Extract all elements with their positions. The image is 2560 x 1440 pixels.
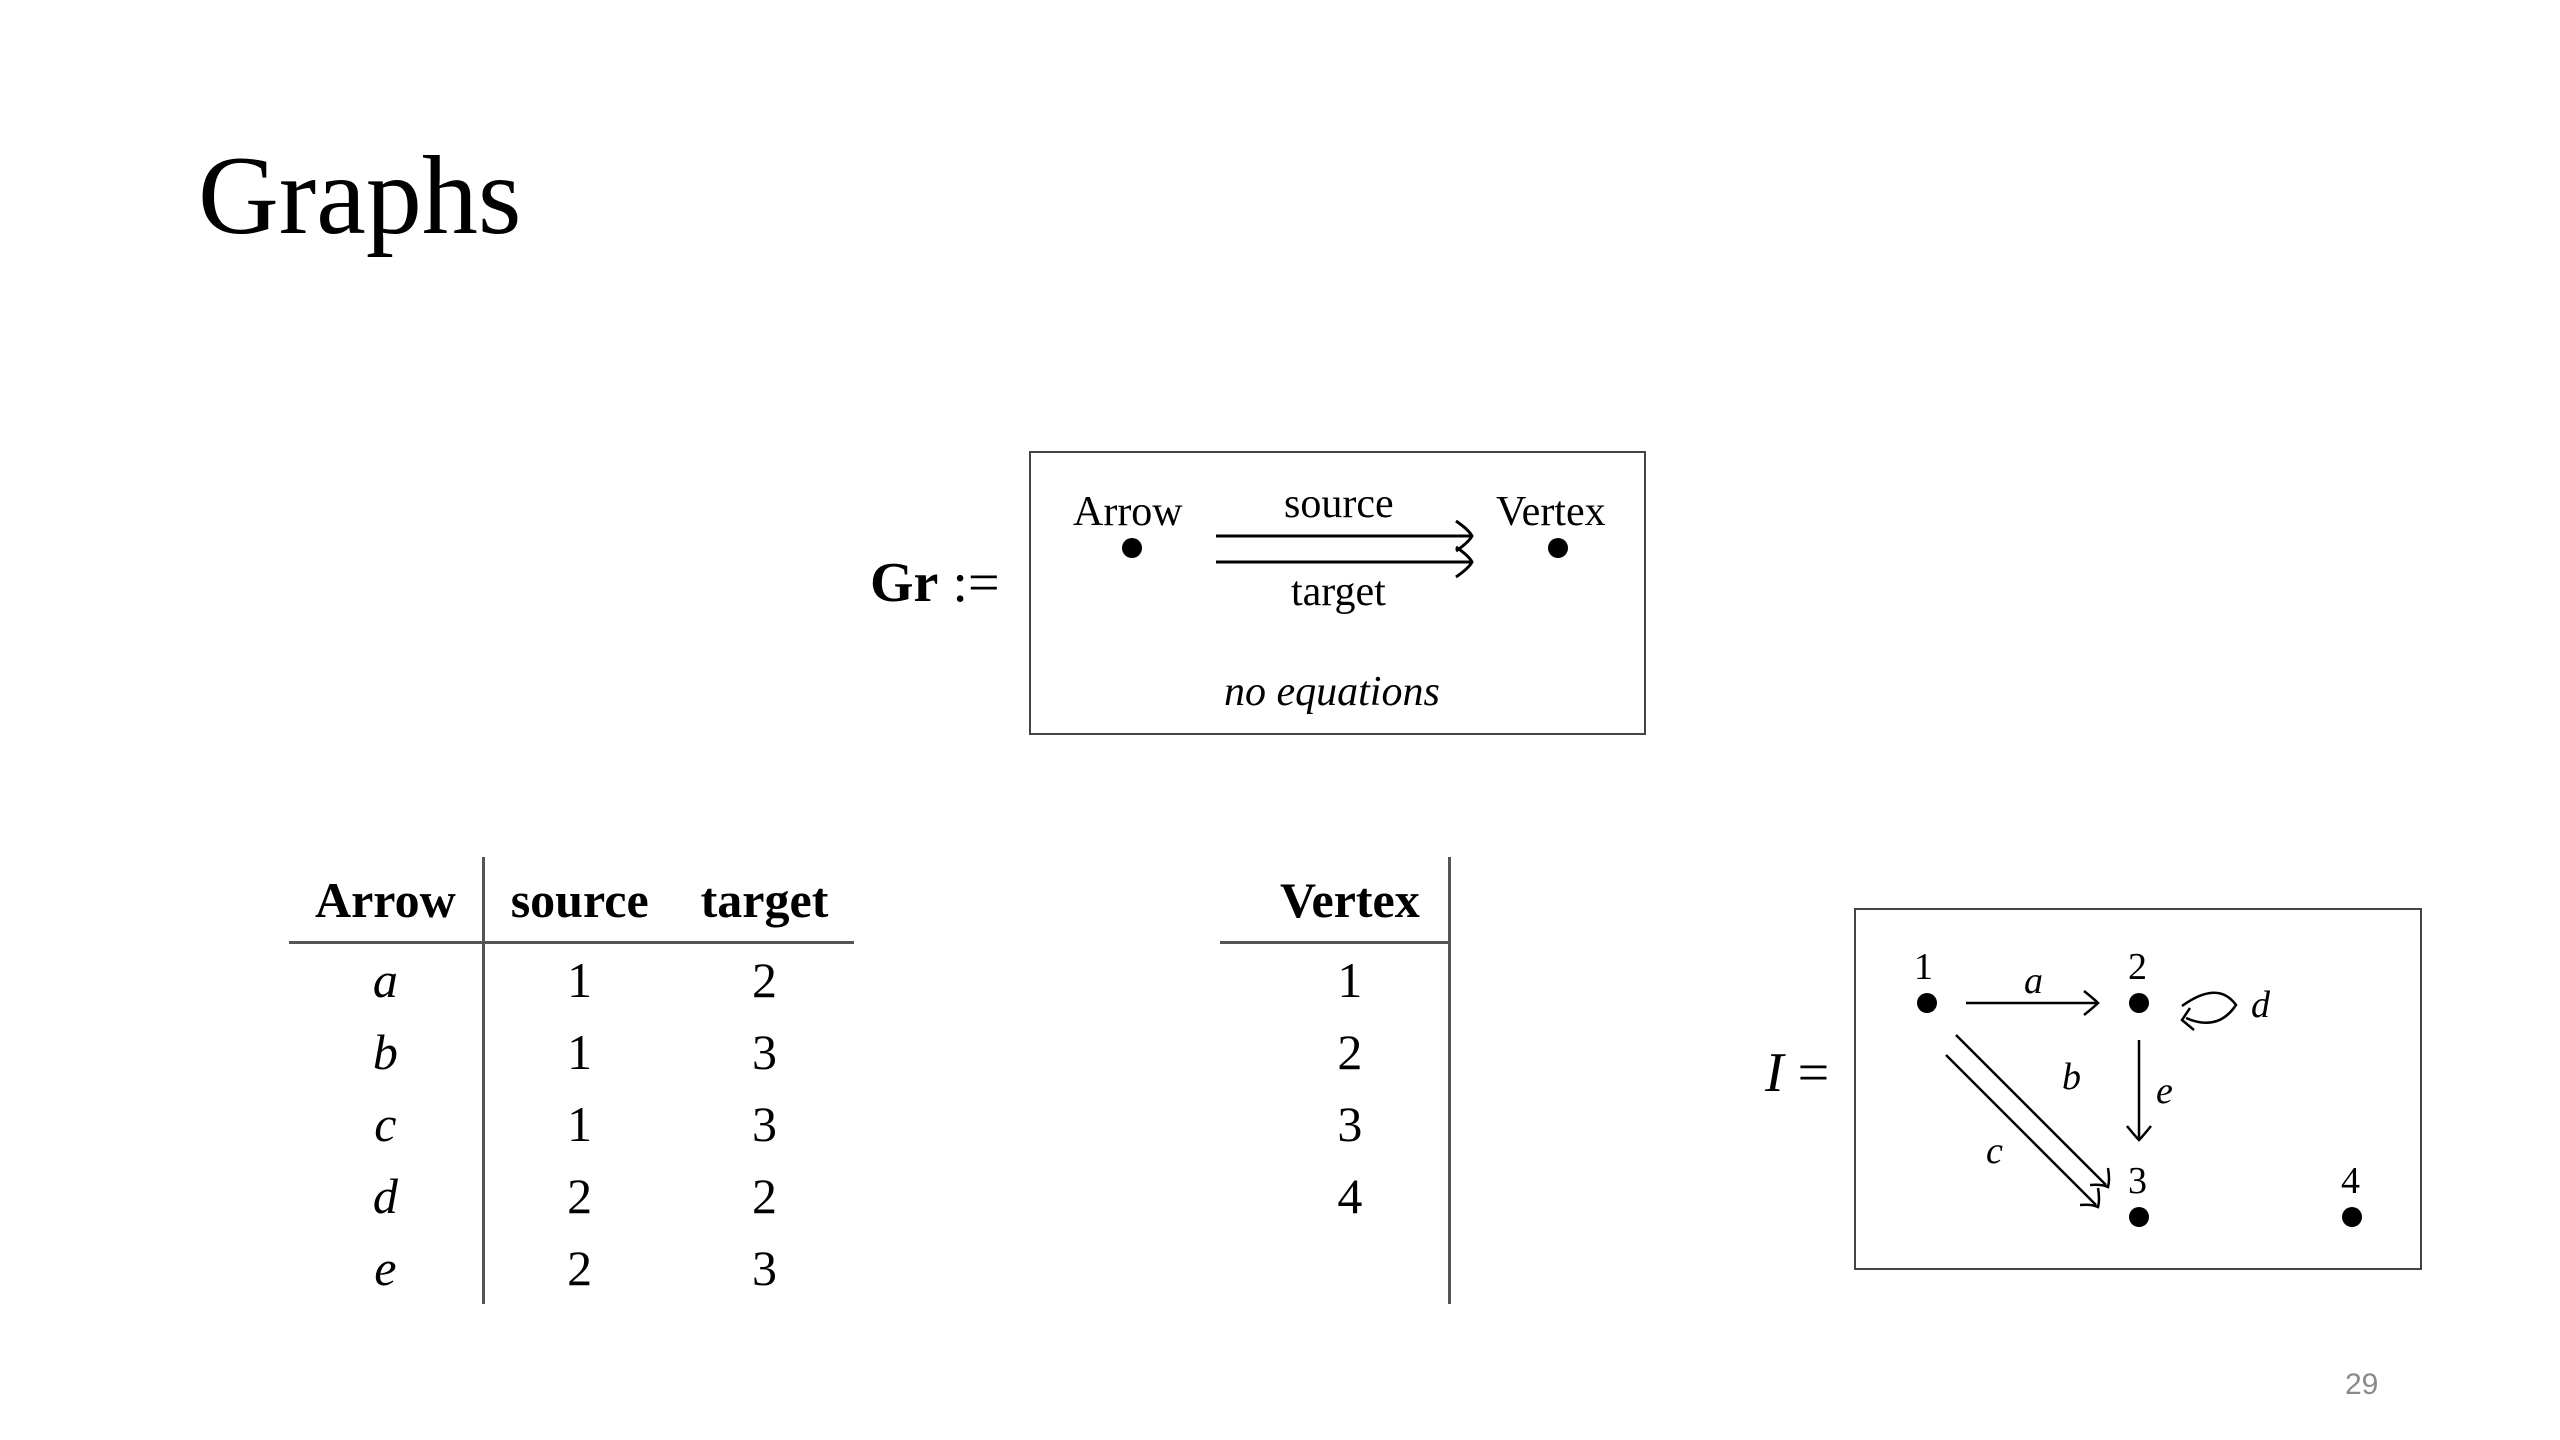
instance-name: I [1765,1042,1784,1104]
table-row: 3 [1220,1088,1451,1160]
arrow-name-cell: a [289,942,485,1016]
edge-e-head [2126,1125,2152,1142]
vertex-label-3: 3 [2128,1160,2147,1202]
schema-assign: := [952,552,1000,614]
source-cell: 1 [567,1096,593,1152]
schema-object-arrow: Arrow [1073,489,1183,535]
schema-note: no equations [1224,669,1440,715]
source-cell: 2 [567,1240,593,1296]
vertex-table-header: Vertex [1220,857,1451,944]
table-row: b 1 3 [289,1016,854,1088]
edge-b-head [2089,1167,2111,1189]
edge-label-b: b [2062,1056,2081,1098]
target-arrow-head [1455,545,1474,579]
vertex-id-cell: 1 [1220,942,1451,1016]
schema-label: Gr := [870,555,1000,611]
vertex-id-cell: 4 [1220,1160,1451,1232]
vertex-table: Vertex 1 2 3 4 [1220,857,1451,1304]
edge-label-e: e [2156,1070,2173,1112]
edge-d-head [2180,1007,2195,1031]
edge-c-head [2079,1187,2101,1209]
table-row: 1 [1220,942,1451,1016]
table-row: 4 [1220,1160,1451,1232]
table-row: a 1 2 [289,942,854,1016]
vertex-empty-cell [1220,1232,1451,1304]
page-number: 29 [2345,1368,2379,1401]
vertex-dot-3 [2129,1207,2149,1227]
vertex-id-cell: 2 [1220,1016,1451,1088]
vertex-label-4: 4 [2341,1160,2360,1202]
schema-morphism-target: target [1291,569,1386,615]
arrow-name-cell: d [289,1160,485,1232]
source-cell: 1 [567,952,593,1008]
edge-label-d: d [2251,984,2270,1026]
instance-box: 1 2 3 4 a b c d e [1854,908,2422,1270]
schema-box: Arrow Vertex source target no equations [1029,451,1646,735]
schema-name: Gr [870,552,939,614]
vertex-dot-1 [1917,993,1937,1013]
arrow-name-cell: c [289,1088,485,1160]
table-row: d 2 2 [289,1160,854,1232]
vertex-label-2: 2 [2128,946,2147,988]
source-cell: 1 [567,1024,593,1080]
arrow-table-header-source: source [483,857,675,944]
table-row [1220,1232,1451,1304]
vertex-object-dot [1548,538,1568,558]
arrow-name-cell: e [289,1232,485,1304]
edge-d-loop [2181,991,2238,1024]
slide-title: Graphs [198,134,522,258]
edge-a-head [2083,990,2100,1016]
source-cell: 2 [567,1168,593,1224]
table-row: c 1 3 [289,1088,854,1160]
vertex-dot-4 [2342,1207,2362,1227]
instance-label: I = [1765,1045,1829,1101]
edge-c-line [1945,1054,2097,1206]
table-row: 2 [1220,1016,1451,1088]
vertex-id-cell: 3 [1220,1088,1451,1160]
edge-label-c: c [1986,1130,2003,1172]
vertex-dot-2 [2129,993,2149,1013]
instance-graph [1917,990,2362,1227]
edge-b-line [1955,1034,2107,1186]
instance-equals: = [1797,1042,1830,1104]
target-cell: 2 [752,952,777,1008]
arrow-table: Arrow source target a 1 2 b 1 3 c 1 3 d … [289,857,855,1304]
schema-diagram [1122,519,1568,579]
edge-label-a: a [2024,960,2043,1002]
target-cell: 3 [752,1096,777,1152]
arrow-table-header-target: target [674,857,855,944]
target-cell: 3 [752,1240,777,1296]
arrow-name-cell: b [289,1016,485,1088]
table-row: e 2 3 [289,1232,854,1304]
vertex-label-1: 1 [1914,946,1933,988]
source-arrow-head [1455,519,1474,553]
target-cell: 3 [752,1024,777,1080]
schema-object-vertex: Vertex [1496,489,1606,535]
schema-morphism-source: source [1284,481,1394,527]
target-cell: 2 [752,1168,777,1224]
arrow-object-dot [1122,538,1142,558]
arrow-table-header-arrow: Arrow [289,857,485,944]
